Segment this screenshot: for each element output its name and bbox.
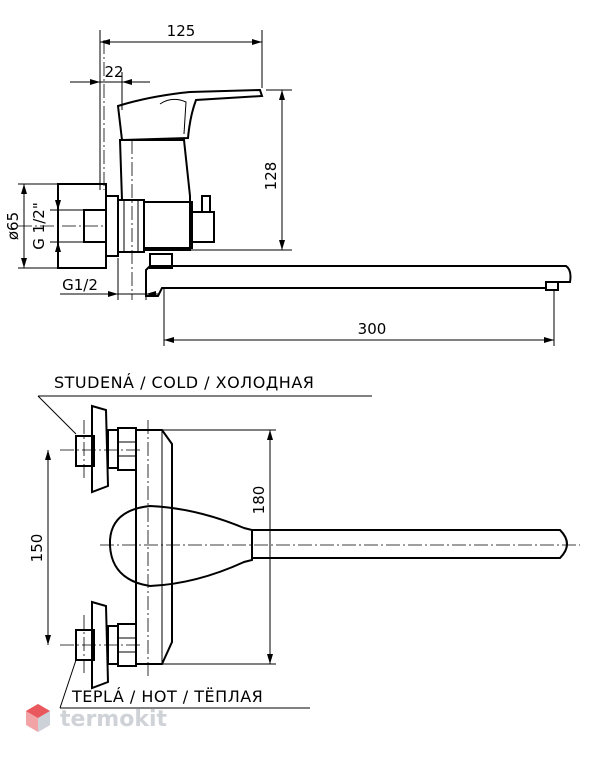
cold-inlet-pipe (75, 435, 95, 467)
front-body (135, 429, 173, 665)
side-spout (145, 265, 572, 297)
front-lever-handle (109, 504, 253, 588)
dim-diameter-65: ø65 (4, 212, 22, 240)
side-aerator (545, 281, 559, 291)
dim-spacing-150: 150 (28, 534, 46, 563)
dim-height-128: 128 (262, 162, 280, 191)
front-spout (252, 529, 568, 559)
cold-flange (91, 404, 110, 494)
dim-thread-g12: G 1/2" (30, 202, 48, 249)
dim-spout-300: 300 (358, 320, 387, 338)
side-spout-swivel (149, 253, 173, 269)
cold-nut (117, 427, 137, 471)
side-diverter-knob (191, 211, 215, 243)
dim-width-125: 125 (167, 22, 196, 40)
front-view: STUDENÁ / COLD / ХОЛОДНАЯ (28, 373, 580, 709)
watermark: termokit (26, 704, 167, 732)
side-nut (117, 199, 145, 253)
side-view: 125 22 128 ø65 G 1/2" G1/2 (4, 22, 572, 346)
side-lever-handle (116, 88, 264, 142)
hot-flange (91, 600, 110, 690)
watermark-logo-icon (26, 704, 50, 732)
watermark-text: termokit (60, 707, 167, 732)
side-eccentric (105, 195, 119, 257)
side-diverter-pin (201, 195, 211, 213)
label-hot: TEPLÁ / HOT / ТЁПЛАЯ (71, 687, 263, 706)
label-cold: STUDENÁ / COLD / ХОЛОДНАЯ (54, 373, 314, 392)
cold-connector (107, 429, 119, 469)
dim-height-180: 180 (250, 486, 268, 515)
dim-offset-22: 22 (104, 63, 123, 81)
side-diverter-block (143, 201, 193, 249)
dim-inlet-g12: G1/2 (62, 276, 98, 294)
side-body (118, 139, 191, 251)
